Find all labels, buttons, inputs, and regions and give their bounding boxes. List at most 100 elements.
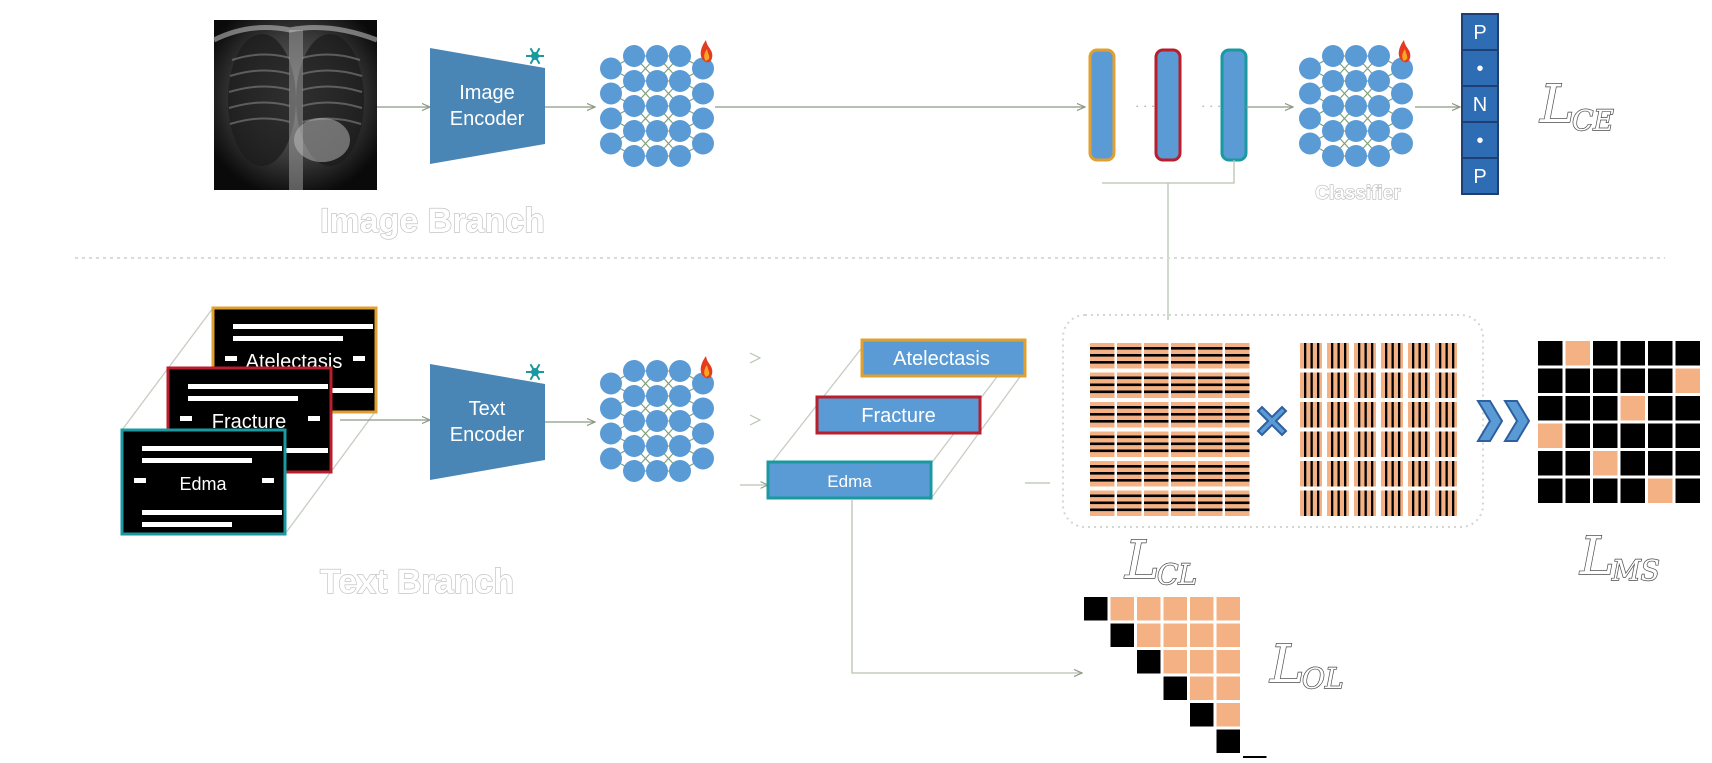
matrix-stripe <box>1310 490 1313 516</box>
network-node <box>669 120 691 142</box>
ms-cell <box>1620 396 1645 421</box>
network-node <box>646 45 668 67</box>
matrix-stripe <box>1364 343 1367 369</box>
text-line <box>134 478 146 483</box>
ms-cell <box>1648 368 1673 393</box>
matrix-stripe <box>1225 347 1250 350</box>
ms-cell <box>1675 341 1700 366</box>
matrix-stripe <box>1385 461 1388 487</box>
loss-ol-symbol: L <box>1269 635 1305 695</box>
text-line <box>353 356 365 361</box>
ms-cell <box>1620 451 1645 476</box>
network-node <box>600 107 622 130</box>
ms-cell <box>1593 423 1618 448</box>
matrix-stripe <box>1171 465 1196 468</box>
matrix-stripe <box>1371 431 1374 457</box>
chevron-right-icon <box>1476 400 1531 442</box>
matrix-stripe <box>1418 490 1421 516</box>
text-line <box>233 336 343 341</box>
matrix-stripe <box>1144 449 1169 453</box>
matrix-stripe <box>1171 390 1196 394</box>
network-node <box>1368 145 1390 167</box>
matrix-stripe <box>1225 435 1250 439</box>
text-line <box>142 510 282 515</box>
ms-similarity-matrix <box>1538 341 1700 503</box>
ms-cell <box>1620 368 1645 393</box>
network-node <box>600 57 622 80</box>
matrix-stripe <box>1144 361 1169 364</box>
matrix-stripe <box>1198 472 1223 475</box>
matrix-stripe <box>1225 383 1250 387</box>
matrix-stripe <box>1317 490 1320 516</box>
matrix-stripe <box>1225 501 1250 505</box>
network-node <box>1391 132 1413 155</box>
network-node <box>1391 82 1413 105</box>
matrix-stripe <box>1398 343 1401 369</box>
matrix-stripe <box>1425 431 1428 457</box>
ms-cell <box>1648 423 1673 448</box>
matrix-stripe <box>1398 461 1401 487</box>
network-node <box>692 107 714 130</box>
ms-cell <box>1648 396 1673 421</box>
report-card-label: Fracture <box>212 411 286 433</box>
matrix-stripe <box>1344 402 1347 428</box>
network-node <box>669 45 691 67</box>
network-node <box>600 422 622 445</box>
network-node <box>646 460 668 482</box>
matrix-stripe <box>1198 494 1223 498</box>
matrix-stripe <box>1358 461 1361 487</box>
matrix-stripe <box>1439 461 1442 487</box>
network-node <box>692 57 714 80</box>
network-node <box>1299 107 1321 130</box>
ms-cell <box>1565 396 1590 421</box>
ellipsis-1: · · · <box>1135 98 1155 113</box>
matrix-stripe <box>1418 343 1421 369</box>
matrix-stripe <box>1445 461 1448 487</box>
matrix-stripe <box>1398 431 1401 457</box>
matrix-stripe <box>1310 343 1313 369</box>
ms-cell <box>1538 368 1563 393</box>
matrix-stripe <box>1445 490 1448 516</box>
text-embedding: Fracture <box>815 395 982 435</box>
matrix-stripe <box>1418 372 1421 398</box>
network-node <box>623 70 645 92</box>
matrix-stripe <box>1439 343 1442 369</box>
matrix-stripe <box>1225 472 1250 475</box>
ms-cell <box>1648 341 1673 366</box>
matrix-stripe <box>1304 402 1307 428</box>
matrix-stripe <box>1090 413 1115 416</box>
matrix-stripe <box>1090 449 1115 453</box>
ms-cell <box>1593 451 1618 476</box>
matrix-stripe <box>1344 343 1347 369</box>
matrix-stripe <box>1117 508 1142 512</box>
matrix-stripe <box>1418 431 1421 457</box>
ol-diagonal-cell <box>1137 650 1161 674</box>
matrix-stripe <box>1337 372 1340 398</box>
matrix-stripe <box>1439 372 1442 398</box>
network-node <box>623 460 645 482</box>
network-node <box>692 82 714 105</box>
matrix-stripe <box>1144 501 1169 505</box>
matrix-stripe <box>1412 372 1415 398</box>
ol-diagonal-cell <box>1190 703 1214 727</box>
matrix-stripe <box>1171 420 1196 423</box>
matrix-stripe <box>1171 347 1196 350</box>
matrix-stripe <box>1452 490 1455 516</box>
matrix-stripe <box>1412 490 1415 516</box>
matrix-stripe <box>1171 501 1196 505</box>
matrix-stripe <box>1412 431 1415 457</box>
flame-icon <box>1398 40 1411 63</box>
matrix-stripe <box>1445 343 1448 369</box>
matrix-stripe <box>1225 376 1250 380</box>
ol-triangular-matrix <box>1084 597 1267 763</box>
matrix-stripe <box>1225 390 1250 394</box>
network-node <box>646 435 668 457</box>
matrix-stripe <box>1412 343 1415 369</box>
matrix-stripe <box>1425 372 1428 398</box>
ms-cell <box>1565 451 1590 476</box>
network-node <box>669 435 691 457</box>
matrix-stripe <box>1385 431 1388 457</box>
ol-cell <box>1137 623 1161 647</box>
output-cell-label: P <box>1473 166 1486 188</box>
network-node <box>692 422 714 445</box>
